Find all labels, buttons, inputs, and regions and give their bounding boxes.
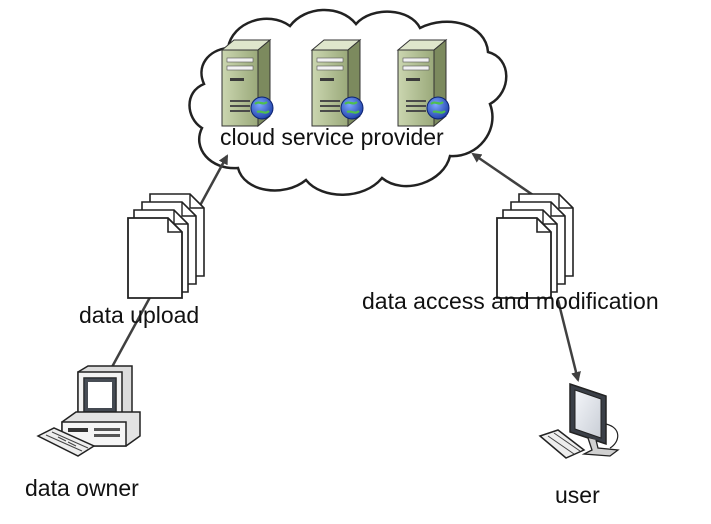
desktop-computer-icon xyxy=(36,365,141,457)
server-icon xyxy=(220,38,274,128)
data-access-label: data access and modification xyxy=(362,288,659,314)
globe-icon xyxy=(250,96,274,120)
globe-icon xyxy=(340,96,364,120)
user-label: user xyxy=(555,482,600,508)
document-stack-icon xyxy=(496,193,574,299)
globe-icon xyxy=(426,96,450,120)
access-arrow-to-user xyxy=(556,299,581,382)
desktop-computer-icon xyxy=(538,382,620,459)
document-stack-icon xyxy=(127,193,205,299)
cloud-service-provider-label: cloud service provider xyxy=(220,124,444,150)
server-icon xyxy=(396,38,450,128)
server-icon xyxy=(310,38,364,128)
data-owner-label: data owner xyxy=(25,475,139,501)
data-upload-label: data upload xyxy=(79,302,200,328)
